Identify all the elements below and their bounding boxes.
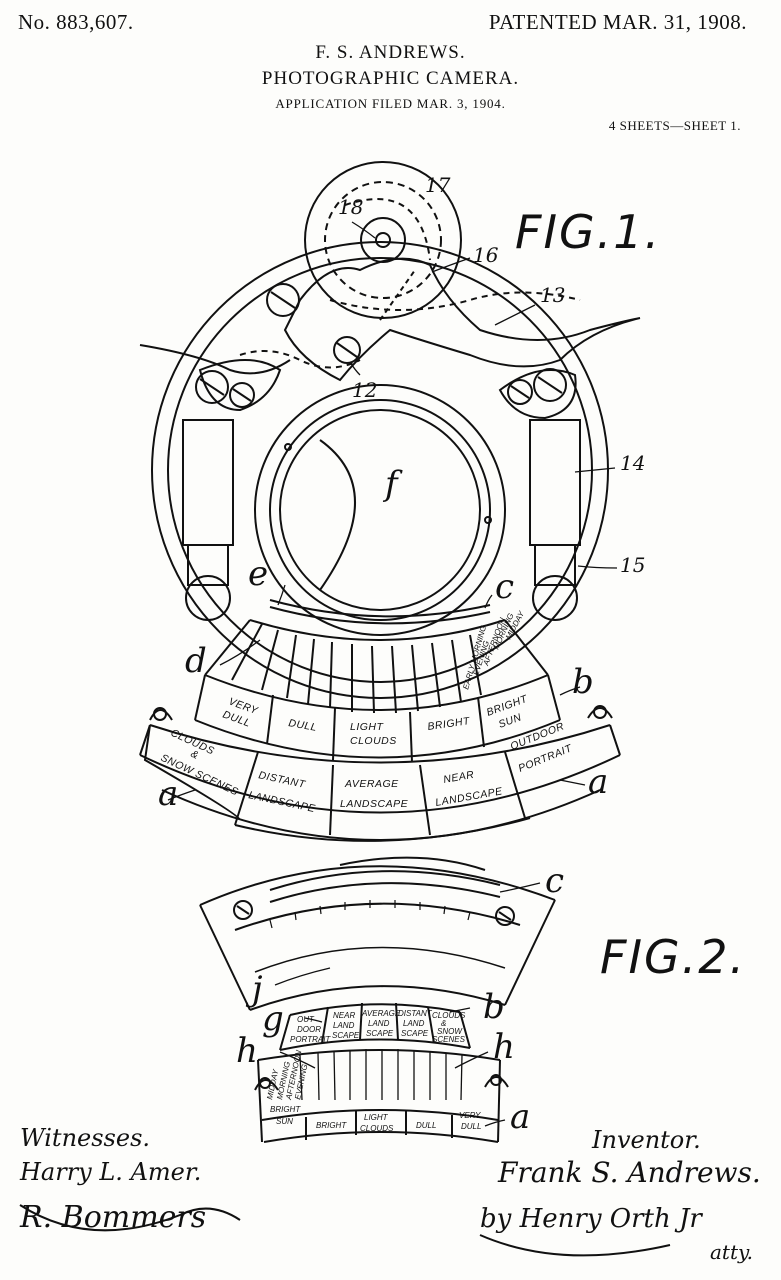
fig2-light-dull: DULL xyxy=(416,1121,436,1130)
ref-e: e xyxy=(248,554,268,594)
ref-18: 18 xyxy=(338,195,363,219)
fig2-ref-h-left: h xyxy=(236,1031,258,1071)
inventor-name-header: F. S. ANDREWS. xyxy=(315,42,466,63)
fig1-label-bright: BRIGHT xyxy=(427,715,472,733)
patent-number: No. 883,607. xyxy=(18,10,134,34)
witness-1-signature: Harry L. Amer. xyxy=(20,1158,202,1186)
fig2-subject-average-3: SCAPE xyxy=(366,1029,394,1038)
fig1-label-light: LIGHT xyxy=(350,721,385,733)
fig2-light-bright-sun-2: SUN xyxy=(276,1117,293,1126)
fig1-subject-distant-2: LANDSCAPE xyxy=(247,789,317,815)
signature-flourish-witness xyxy=(19,1204,241,1232)
ref-a-right: a xyxy=(588,762,608,802)
fig1-label: FIG.1. xyxy=(515,205,662,259)
fig2-light-clouds: CLOUDS xyxy=(360,1124,394,1133)
fig2-subject-clouds-4: SCENES xyxy=(432,1035,466,1044)
ref-17: 17 xyxy=(425,173,451,197)
fig2-light-very: VERY xyxy=(459,1111,481,1120)
fig2-subject-near-3: SCAPE xyxy=(332,1031,360,1040)
ref-d: d xyxy=(185,641,207,681)
ref-14: 14 xyxy=(620,451,645,475)
fig2-light-bright: BRIGHT xyxy=(316,1121,347,1130)
ref-16: 16 xyxy=(473,243,499,267)
fig2-light-bright-sun-1: BRIGHT xyxy=(270,1105,301,1114)
ref-12: 12 xyxy=(352,378,377,402)
fig2-subject-average-2: LAND xyxy=(368,1019,390,1028)
ref-13: 13 xyxy=(540,283,565,307)
fig2-subject-clouds-3: SNOW xyxy=(437,1027,463,1036)
fig2-subject-clouds-2: & xyxy=(441,1019,446,1028)
patent-date: PATENTED MAR. 31, 1908. xyxy=(488,10,747,34)
fig1-subject-average-2: LANDSCAPE xyxy=(340,798,409,810)
fig1-drawing xyxy=(139,161,641,842)
fig2-ref-a: a xyxy=(510,1097,530,1137)
fig2-subject-outdoor-2: DOOR xyxy=(297,1025,321,1034)
ref-a-left: a xyxy=(158,774,178,814)
patent-title: PHOTOGRAPHIC CAMERA. xyxy=(261,68,520,89)
attorney-signature: by Henry Orth Jr xyxy=(480,1204,702,1234)
fig1-subject-near-1: NEAR xyxy=(442,769,475,786)
fig2-light-light: LIGHT xyxy=(364,1113,389,1122)
attorney-label: atty. xyxy=(710,1240,753,1264)
fig2-ref-b: b xyxy=(483,987,505,1027)
inventor-label: Inventor. xyxy=(592,1126,701,1154)
fig2-label: FIG.2. xyxy=(600,930,747,984)
fig1-label-dull: DULL xyxy=(287,717,318,734)
fig2-subject-distant-1: DISTANT xyxy=(398,1009,433,1018)
fig2-ref-g: g xyxy=(262,999,284,1039)
fig2-drawing xyxy=(199,856,556,1143)
fig2-subject-near-2: LAND xyxy=(333,1021,355,1030)
ref-c: c xyxy=(495,567,514,607)
witnesses-label: Witnesses. xyxy=(20,1124,151,1152)
ref-15: 15 xyxy=(620,553,645,577)
fig2-subject-outdoor-3: PORTRAIT xyxy=(290,1035,331,1044)
fig2-subject-distant-3: SCAPE xyxy=(401,1029,429,1038)
fig2-subject-near-1: NEAR xyxy=(333,1011,355,1020)
fig2-ref-c: c xyxy=(545,861,564,901)
inventor-signature: Frank S. Andrews. xyxy=(498,1156,761,1189)
fig1-subject-distant-1: DISTANT xyxy=(257,769,307,791)
ref-b: b xyxy=(572,662,594,702)
fig1-subject-clouds-2: & xyxy=(189,748,201,762)
signature-flourish-attorney xyxy=(479,1234,671,1257)
sheet-count: 4 SHEETS—SHEET 1. xyxy=(608,118,741,133)
fig2-subject-average-1: AVERAGE xyxy=(361,1009,401,1018)
fig2-ref-h-right: h xyxy=(493,1027,515,1067)
fig1-label-clouds: CLOUDS xyxy=(350,735,397,747)
fig2-subject-clouds-1: CLOUDS xyxy=(432,1011,466,1020)
ref-f: f xyxy=(382,464,403,504)
fig2-subject-distant-2: LAND xyxy=(403,1019,425,1028)
application-filed: APPLICATION FILED MAR. 3, 1904. xyxy=(275,96,506,111)
witness-2-signature: R. Bommers xyxy=(20,1200,207,1235)
fig1-subject-average-1: AVERAGE xyxy=(344,778,399,790)
fig2-light-very-dull: DULL xyxy=(461,1122,481,1131)
fig2-subject-outdoor-1: OUT xyxy=(297,1015,315,1024)
